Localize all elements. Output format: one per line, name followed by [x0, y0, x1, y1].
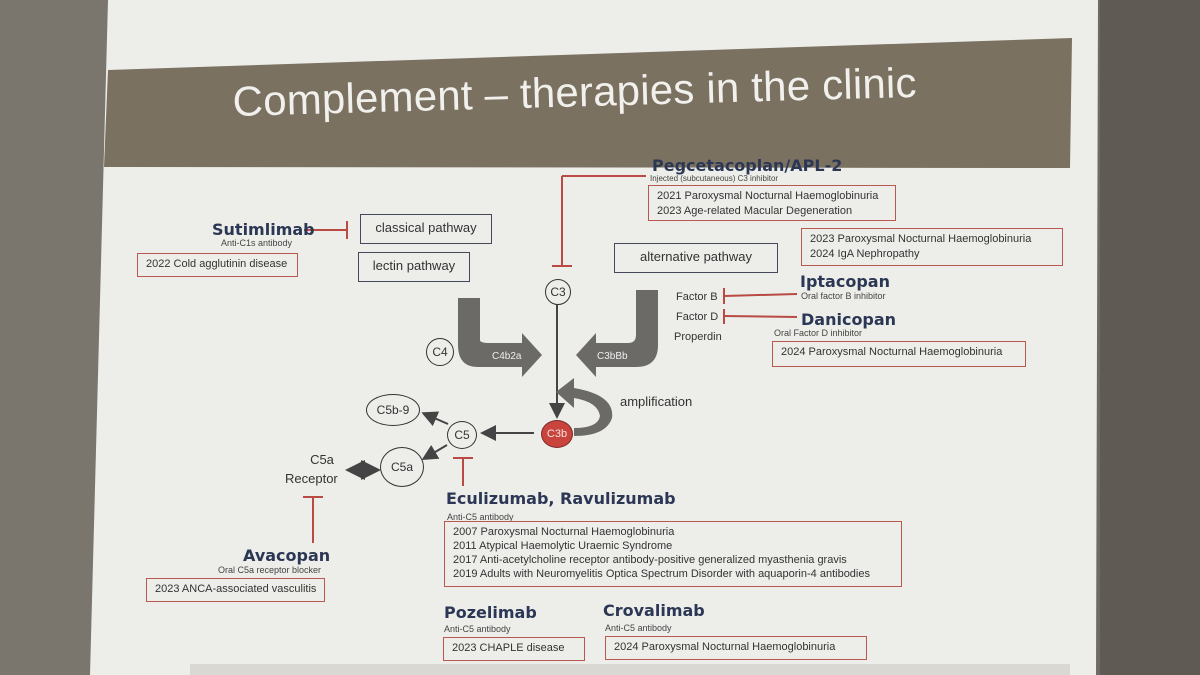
header-band [104, 38, 1072, 168]
avacopan-inhibitor-line [303, 496, 323, 543]
alternative-pathway-box: alternative pathway [614, 243, 778, 273]
danicopan-indications-box: 2024 Paroxysmal Nocturnal Haemoglobinuri… [772, 341, 1026, 367]
indication-item: 2023 CHAPLE disease [452, 642, 565, 654]
pozelimab-mechanism: Anti-C5 antibody [444, 624, 511, 634]
eculizumab-mechanism: Anti-C5 antibody [447, 512, 514, 522]
iptacopan-indications-box: 2023 Paroxysmal Nocturnal Haemoglobinuri… [801, 228, 1063, 266]
eculizumab-inhibitor-line [453, 457, 473, 486]
c4-node: C4 [426, 338, 454, 366]
crovalimab-indications-box: 2024 Paroxysmal Nocturnal Haemoglobinuri… [605, 636, 867, 660]
indication-item: 2011 Atypical Haemolytic Uraemic Syndrom… [453, 540, 673, 552]
c5-to-c5b9-arrow [421, 411, 449, 427]
indication-item: 2023 ANCA-associated vasculitis [155, 583, 317, 595]
crovalimab-mechanism: Anti-C5 antibody [605, 623, 672, 633]
indication-item: 2024 IgA Nephropathy [810, 248, 920, 260]
amplification-arrow [556, 378, 613, 436]
c4b2a-label: C4b2a [492, 351, 522, 362]
indication-item: 2017 Anti-acetylcholine receptor antibod… [453, 554, 847, 566]
indication-item: 2024 Paroxysmal Nocturnal Haemoglobinuri… [781, 346, 1003, 358]
factor-d-label: Factor D [676, 311, 719, 323]
avacopan-mechanism: Oral C5a receptor blocker [218, 565, 322, 575]
factor-b-label: Factor B [676, 291, 718, 303]
eculizumab-indications-box: 2007 Paroxysmal Nocturnal Haemoglobinuri… [444, 521, 902, 587]
sutimlimab-indications-box: 2022 Cold agglutinin disease [137, 253, 298, 277]
indication-item: 2023 Age-related Macular Degeneration [657, 205, 853, 217]
pegcetacoplan-mechanism: Injected (subcutaneous) C3 inhibitor [650, 174, 779, 183]
c5b9-node: C5b-9 [366, 394, 420, 426]
c3b-node: C3b [541, 420, 573, 448]
sutimlimab-mechanism: Anti-C1s antibody [221, 238, 293, 248]
indication-item: 2022 Cold agglutinin disease [146, 258, 288, 270]
iptacopan-mechanism: Oral factor B inhibitor [801, 291, 886, 301]
c4b2a-pathway-arrow [458, 298, 542, 377]
indication-item: 2007 Paroxysmal Nocturnal Haemoglobinuri… [453, 526, 675, 538]
c5a-receptor-label-line2: Receptor [285, 471, 338, 486]
eculizumab-name: Eculizumab, Ravulizumab [446, 489, 676, 508]
pozelimab-name: Pozelimab [444, 603, 537, 622]
c5a-node: C5a [380, 447, 424, 487]
c3-node: C3 [545, 279, 571, 305]
properdin-label: Properdin [674, 331, 722, 343]
c5a-receptor-label-line1: C5a [310, 452, 334, 467]
indication-item: 2024 Paroxysmal Nocturnal Haemoglobinuri… [614, 641, 836, 653]
iptacopan-inhibitor-line [723, 288, 798, 304]
indication-item: 2021 Paroxysmal Nocturnal Haemoglobinuri… [657, 190, 879, 202]
c5-node: C5 [447, 421, 477, 449]
pegcetacoplan-name: Pegcetacoplan/APL-2 [652, 156, 843, 175]
pozelimab-indications-box: 2023 CHAPLE disease [443, 637, 585, 661]
indication-item: 2023 Paroxysmal Nocturnal Haemoglobinuri… [810, 233, 1032, 245]
danicopan-mechanism: Oral Factor D inhibitor [774, 328, 863, 338]
indication-item: 2019 Adults with Neuromyelitis Optica Sp… [453, 568, 870, 580]
avacopan-indications-box: 2023 ANCA-associated vasculitis [146, 578, 325, 602]
pegcetacoplan-indications-box: 2021 Paroxysmal Nocturnal Haemoglobinuri… [648, 185, 896, 221]
crovalimab-name: Crovalimab [603, 601, 705, 620]
danicopan-name: Danicopan [801, 310, 897, 329]
avacopan-name: Avacopan [243, 546, 331, 565]
c3bbb-label: C3bBb [597, 351, 628, 362]
pegcetacoplan-inhibitor-line [552, 175, 646, 267]
c3bbb-pathway-arrow [576, 290, 658, 377]
amplification-label: amplification [620, 394, 693, 409]
classical-pathway-box: classical pathway [360, 214, 492, 244]
danicopan-inhibitor-line [723, 309, 798, 324]
sutimlimab-name: Sutimlimab [212, 220, 315, 239]
c5-to-c5a-arrow [421, 444, 448, 461]
sutimlimab-inhibitor-line [304, 221, 348, 239]
iptacopan-name: Iptacopan [800, 272, 890, 291]
lectin-pathway-box: lectin pathway [358, 252, 470, 282]
